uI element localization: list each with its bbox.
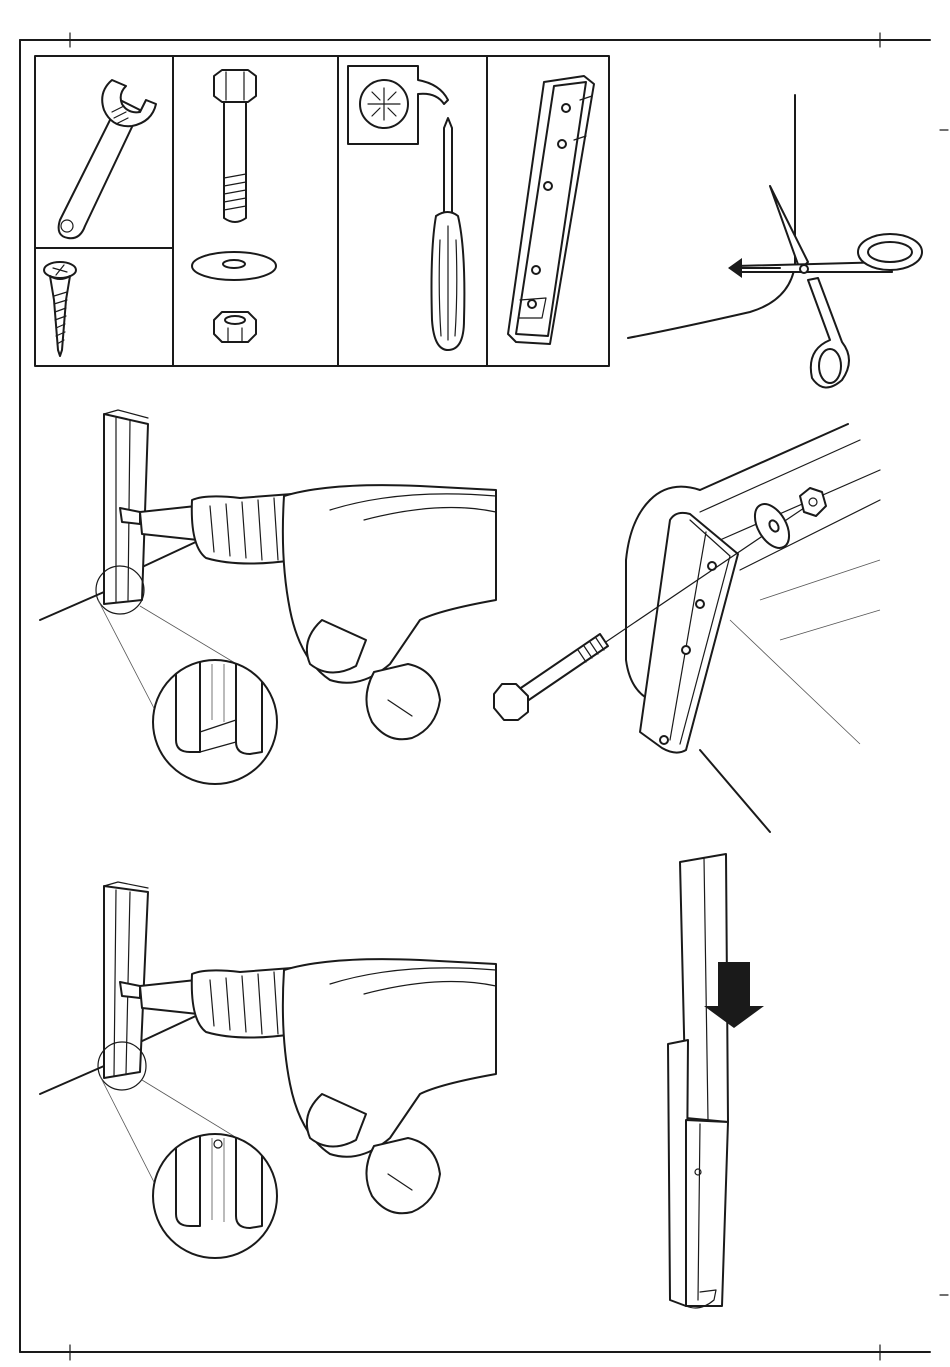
hex-bolt-icon-step3 — [494, 634, 608, 720]
step-bolt-to-frame — [494, 424, 880, 832]
hex-bolt-icon — [214, 70, 256, 222]
step-slide-leg — [668, 854, 764, 1308]
step-screw-bracket-a — [40, 410, 496, 784]
step-cut-packaging — [628, 95, 922, 388]
wood-screw-icon — [44, 262, 76, 356]
hex-nut-icon — [214, 312, 256, 342]
adjustable-wrench-icon — [59, 80, 156, 238]
washer-icon — [192, 252, 276, 280]
scissors-icon — [736, 186, 922, 388]
phillips-head-detail-icon — [348, 66, 448, 144]
step-screw-bracket-b — [40, 882, 496, 1258]
tools-panel — [35, 56, 609, 366]
bracket-on-frame — [640, 513, 738, 753]
bracket-upright-b — [104, 882, 148, 1078]
phillips-screwdriver-icon — [432, 118, 465, 350]
detail-circle-a — [153, 660, 277, 784]
hex-nut-icon-step3 — [800, 488, 826, 516]
metal-bracket-icon — [508, 76, 594, 344]
bracket-upright-a — [104, 410, 148, 604]
detail-circle-b — [153, 1134, 277, 1258]
